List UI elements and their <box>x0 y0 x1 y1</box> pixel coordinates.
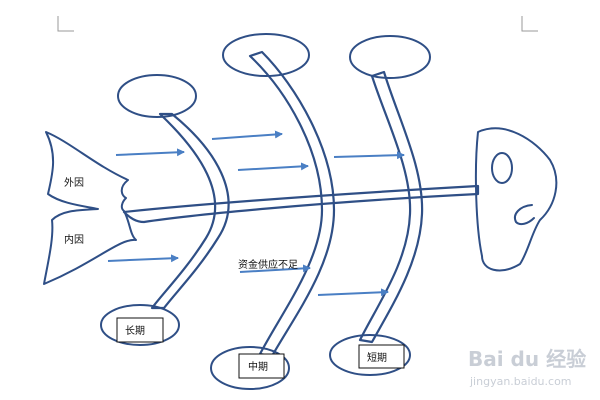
label-external-cause: 外因 <box>64 177 84 189</box>
box-mid-term <box>238 353 285 379</box>
arrow-5 <box>107 254 179 263</box>
fish-head <box>474 127 558 272</box>
label-problem: 资金供应不足 <box>238 258 298 271</box>
fish-tail <box>43 131 137 285</box>
label-long-term: 长期 <box>125 325 145 337</box>
watermark-url: jingyan.baidu.com <box>469 375 572 388</box>
watermark-brand: Bai du 经验 <box>468 347 586 371</box>
bottom-node-short <box>329 334 411 376</box>
top-node-right <box>349 35 431 79</box>
arrow-7 <box>317 288 389 297</box>
bone-long-term <box>150 112 230 310</box>
box-long-term <box>116 317 164 343</box>
fish-mouth <box>514 204 535 226</box>
fish-spine <box>122 184 480 224</box>
box-short-term <box>358 344 405 369</box>
top-node-left <box>117 74 197 118</box>
arrow-1 <box>115 148 185 157</box>
label-mid-term: 中期 <box>248 360 268 373</box>
bone-mid-term <box>248 50 336 358</box>
arrow-3 <box>237 162 309 171</box>
fish-eye <box>491 152 513 184</box>
arrow-2 <box>211 130 283 140</box>
arrow-4 <box>333 151 405 160</box>
bottom-node-mid <box>210 346 290 390</box>
watermark: Bai du 经验 jingyan.baidu.com <box>468 347 586 388</box>
arrow-6 <box>239 264 311 273</box>
label-short-term: 短期 <box>367 351 387 364</box>
page-corner-marks <box>57 16 538 32</box>
bone-short-term <box>358 70 424 344</box>
bottom-node-long <box>100 304 180 346</box>
top-node-middle <box>222 33 310 77</box>
label-internal-cause: 内因 <box>64 233 84 246</box>
